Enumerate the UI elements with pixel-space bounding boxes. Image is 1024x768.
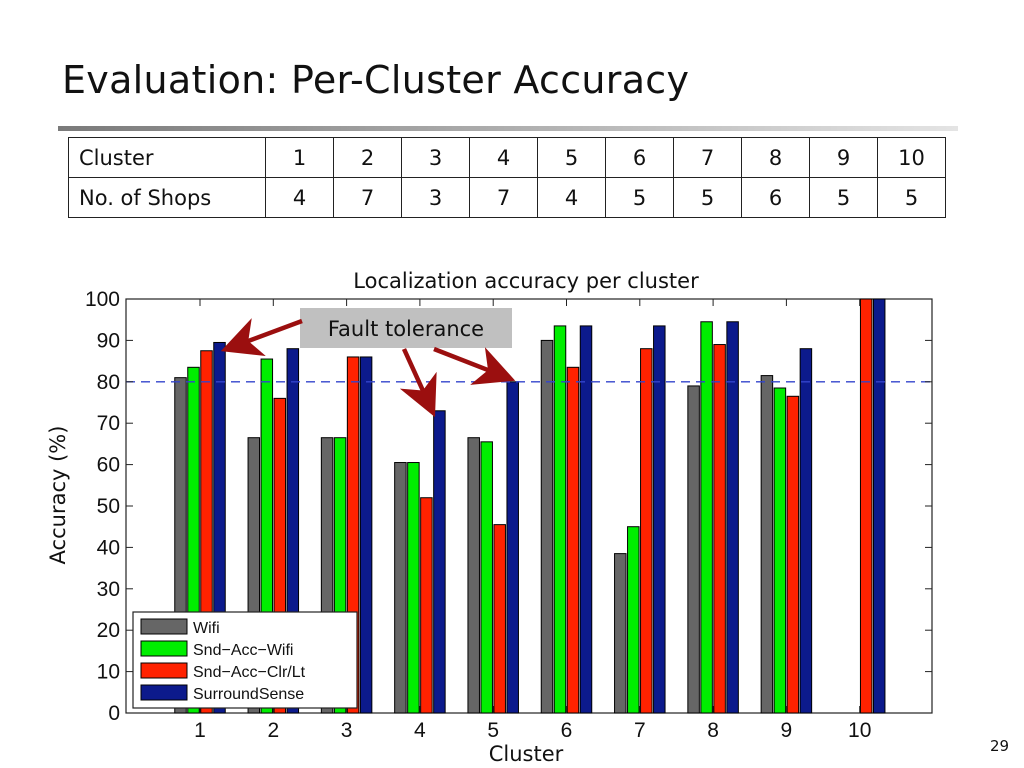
x-tick-label: 8 bbox=[707, 719, 719, 742]
bar-snd-acc-wifi-7 bbox=[627, 526, 640, 714]
x-tick-label: 5 bbox=[487, 719, 499, 742]
table-cell: 4 bbox=[537, 177, 606, 218]
annotation-box bbox=[300, 308, 512, 348]
table-row-shops: No. of Shops 4 7 3 7 4 5 5 6 5 5 bbox=[68, 177, 946, 218]
bar-wifi-9 bbox=[760, 375, 774, 714]
bar-wifi-1 bbox=[174, 377, 187, 714]
bar-snd-acc-wifi-8 bbox=[700, 321, 713, 714]
x-tick-label: 7 bbox=[634, 719, 646, 742]
title-divider bbox=[58, 126, 958, 131]
x-axis-label: Cluster bbox=[489, 742, 564, 766]
legend-entry: Wifi bbox=[193, 620, 220, 637]
bar-snd-acc-wifi-3 bbox=[333, 437, 347, 714]
bar-snd-acc-clr-lt-9 bbox=[786, 395, 800, 714]
table-cell: 5 bbox=[809, 177, 878, 218]
table-header-shops: No. of Shops bbox=[68, 177, 266, 218]
bar-wifi-3 bbox=[320, 437, 334, 714]
x-tick-label: 6 bbox=[561, 719, 573, 742]
bar-surroundsense-3 bbox=[359, 356, 373, 714]
bar-surroundsense-9 bbox=[799, 348, 813, 714]
y-tick-label: 100 bbox=[85, 288, 120, 311]
page-number: 29 bbox=[990, 737, 1010, 755]
legend-entry: SurroundSense bbox=[193, 686, 304, 703]
bar-surroundsense-10 bbox=[872, 298, 886, 714]
table-cell: 10 bbox=[877, 137, 946, 178]
x-tick-label: 10 bbox=[848, 719, 871, 742]
bar-surroundsense-1 bbox=[213, 341, 226, 714]
table-cell: 6 bbox=[605, 137, 674, 178]
x-tick-label: 1 bbox=[194, 719, 206, 742]
y-tick-label: 60 bbox=[97, 454, 120, 477]
bar-snd-acc-clr-lt-6 bbox=[566, 366, 580, 714]
y-tick-label: 0 bbox=[108, 702, 120, 725]
chart-title: Localization accuracy per cluster bbox=[353, 269, 699, 293]
bar-wifi-2 bbox=[247, 437, 261, 714]
bar-wifi-8 bbox=[687, 385, 700, 714]
table-cell: 7 bbox=[469, 177, 538, 218]
y-tick-label: 20 bbox=[97, 619, 120, 642]
table-cell: 3 bbox=[401, 137, 470, 178]
bar-snd-acc-wifi-9 bbox=[773, 387, 787, 714]
y-tick-label: 70 bbox=[97, 412, 120, 435]
legend-entry: Snd−Acc−Clr/Lt bbox=[193, 664, 306, 681]
bar-snd-acc-clr-lt-7 bbox=[640, 348, 653, 714]
bar-surroundsense-6 bbox=[579, 325, 593, 714]
table-row-cluster: Cluster 1 2 3 4 5 6 7 8 9 10 bbox=[68, 137, 946, 178]
bar-snd-acc-clr-lt-8 bbox=[713, 344, 726, 714]
table-cell: 5 bbox=[605, 177, 674, 218]
bar-surroundsense-7 bbox=[653, 325, 666, 714]
annotation-arrow bbox=[399, 348, 437, 418]
x-tick-label: 3 bbox=[341, 719, 353, 742]
bar-snd-acc-wifi-2 bbox=[260, 358, 274, 714]
bar-surroundsense-5 bbox=[506, 381, 519, 714]
bar-wifi-4 bbox=[394, 462, 407, 714]
bar-wifi-7 bbox=[614, 553, 627, 714]
legend-swatch bbox=[140, 618, 188, 635]
y-tick-label: 50 bbox=[97, 495, 120, 518]
bar-snd-acc-wifi-5 bbox=[480, 441, 493, 714]
bar-snd-acc-wifi-1 bbox=[187, 366, 200, 714]
bar-snd-acc-clr-lt-1 bbox=[200, 350, 213, 714]
bar-wifi-5 bbox=[467, 437, 480, 714]
y-tick-label: 80 bbox=[97, 371, 120, 394]
y-tick-label: 40 bbox=[97, 536, 120, 559]
bar-surroundsense-2 bbox=[286, 348, 300, 714]
x-tick-label: 2 bbox=[267, 719, 279, 742]
bar-snd-acc-clr-lt-10 bbox=[859, 298, 873, 714]
slide-title: Evaluation: Per-Cluster Accuracy bbox=[62, 58, 690, 102]
x-tick-label: 9 bbox=[781, 719, 793, 742]
table-cell: 6 bbox=[741, 177, 810, 218]
table-header-cluster: Cluster bbox=[68, 137, 266, 178]
x-tick-label: 4 bbox=[414, 719, 426, 742]
bar-snd-acc-wifi-6 bbox=[553, 325, 567, 714]
annotation-arrow bbox=[433, 346, 516, 385]
y-axis-label: Accuracy (%) bbox=[46, 426, 70, 565]
annotation-arrow bbox=[220, 318, 303, 357]
table-cell: 4 bbox=[265, 177, 334, 218]
bar-wifi-6 bbox=[540, 339, 554, 714]
bar-snd-acc-clr-lt-3 bbox=[346, 356, 360, 714]
annotation-text: Fault tolerance bbox=[328, 317, 484, 341]
bar-snd-acc-clr-lt-4 bbox=[420, 497, 433, 714]
legend-swatch bbox=[140, 640, 188, 657]
bar-snd-acc-wifi-4 bbox=[407, 462, 420, 714]
y-tick-label: 10 bbox=[97, 661, 120, 684]
table-cell: 5 bbox=[673, 177, 742, 218]
legend-swatch bbox=[140, 684, 188, 701]
plot-area: 0 10 20 30 40 50 60 70 80 90 100 1 2 3 4 5 6 7 8 9 10 WifiSnd… bbox=[85, 288, 933, 742]
y-tick-label: 90 bbox=[97, 329, 120, 352]
legend-swatch bbox=[140, 662, 188, 679]
table-cell: 5 bbox=[877, 177, 946, 218]
bar-snd-acc-clr-lt-5 bbox=[493, 524, 506, 714]
bar-surroundsense-8 bbox=[726, 321, 739, 714]
bar-snd-acc-clr-lt-2 bbox=[273, 397, 287, 714]
table-cell: 4 bbox=[469, 137, 538, 178]
legend-entry: Snd−Acc−Wifi bbox=[193, 642, 293, 659]
y-tick-label: 30 bbox=[97, 578, 120, 601]
bar-surroundsense-4 bbox=[433, 410, 446, 714]
shops-table: Cluster 1 2 3 4 5 6 7 8 9 10 No. of Shop… bbox=[68, 137, 946, 218]
table-cell: 5 bbox=[537, 137, 606, 178]
table-cell: 7 bbox=[333, 177, 402, 218]
